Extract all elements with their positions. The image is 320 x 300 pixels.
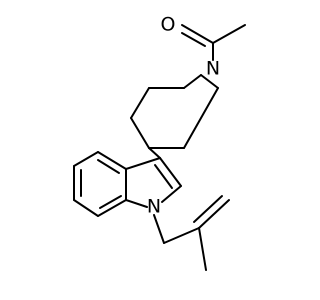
structure-diagram: O N N <box>73 14 246 271</box>
bond-n-c6 <box>200 74 219 89</box>
bond-c3a-c4-inner <box>97 159 120 174</box>
bond-c3-c2-b <box>154 164 173 189</box>
bond-c6-c7 <box>73 199 99 217</box>
bond-ch2-c <box>163 227 200 244</box>
oxygen-label: O <box>161 14 176 36</box>
molecule-drawing: O N N <box>73 14 246 271</box>
bond-c3-c3a <box>125 157 161 170</box>
bond-c4-c5 <box>130 117 150 149</box>
bond-c7-c7a-inner <box>99 195 122 209</box>
bond-c2-n1 <box>161 185 182 203</box>
bond-carbonyl-a <box>181 24 214 44</box>
bond-c7-c7a <box>97 199 127 217</box>
bond-carbonyl-b <box>181 32 206 47</box>
bond-c6-n <box>183 87 219 149</box>
bond-c4-c5 <box>73 151 99 167</box>
bond-vinyl-b <box>193 195 223 223</box>
bond-vinyl-a <box>198 199 230 229</box>
bond-c3a-c4 <box>97 151 127 170</box>
indole-nitrogen-label: N <box>147 196 161 218</box>
bond-n-c2 <box>183 74 202 89</box>
bond-methyl <box>198 227 207 271</box>
bond-piperidine-indole <box>148 147 161 159</box>
bond-n1-c7a <box>125 199 148 208</box>
bond-c3-c2-a <box>159 157 182 187</box>
bond-acetyl-methyl <box>212 24 246 44</box>
piperidine-nitrogen-label: N <box>206 58 220 80</box>
bond-n1-ch2 <box>153 214 165 244</box>
bond-c3-c4 <box>130 87 150 119</box>
